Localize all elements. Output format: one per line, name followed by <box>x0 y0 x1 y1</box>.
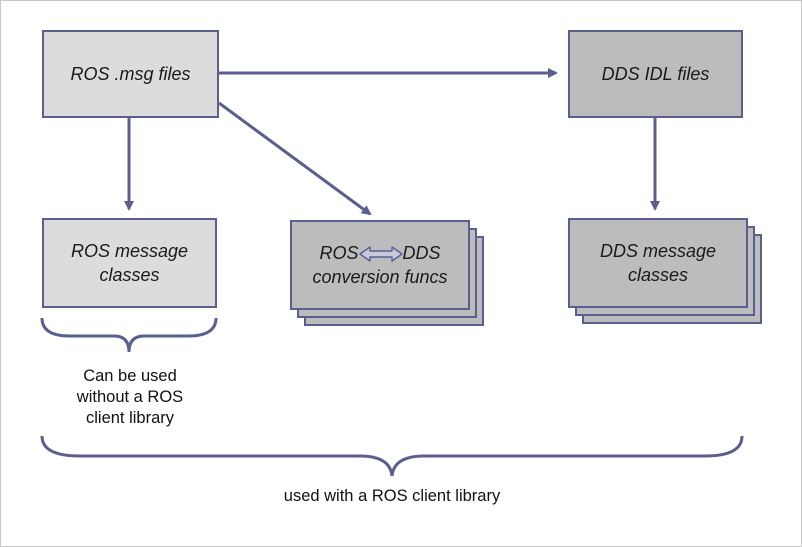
caption-without-library-line2: without a ROS <box>76 388 184 406</box>
caption-without-library-line3: client library <box>85 409 175 427</box>
conversion-funcs-line2: conversion funcs <box>312 267 448 287</box>
caption-without-library-line1: Can be used <box>83 367 177 385</box>
conversion-funcs-box: ROS DDS conversion funcs <box>290 220 470 310</box>
ros-msg-files-label: ROS .msg files <box>70 64 191 84</box>
ros-message-classes-line1: ROS message <box>70 241 189 261</box>
ros-message-classes-box: ROS message classes <box>42 218 217 308</box>
conversion-funcs-line1: ROS DDS <box>319 241 440 265</box>
dds-idl-files-box: DDS IDL files <box>568 30 743 118</box>
brace-large <box>40 435 744 477</box>
brace-small <box>40 317 218 353</box>
dds-message-classes-line1: DDS message <box>599 241 717 261</box>
dds-message-classes-line2: classes <box>627 265 689 285</box>
ros-message-classes-line2: classes <box>99 265 160 285</box>
conversion-ros-label: ROS <box>319 243 359 263</box>
ros-msg-files-box: ROS .msg files <box>42 30 219 118</box>
dds-idl-files-label: DDS IDL files <box>601 64 710 84</box>
conversion-dds-label: DDS <box>402 243 441 263</box>
caption-with-library: used with a ROS client library <box>283 487 501 505</box>
arrow-msg-to-conversion <box>218 101 372 216</box>
caption-without-library: Can be used without a ROS client library <box>40 366 220 429</box>
dds-message-classes-box: DDS message classes <box>568 218 748 308</box>
left-right-double-arrow-icon <box>358 246 403 262</box>
